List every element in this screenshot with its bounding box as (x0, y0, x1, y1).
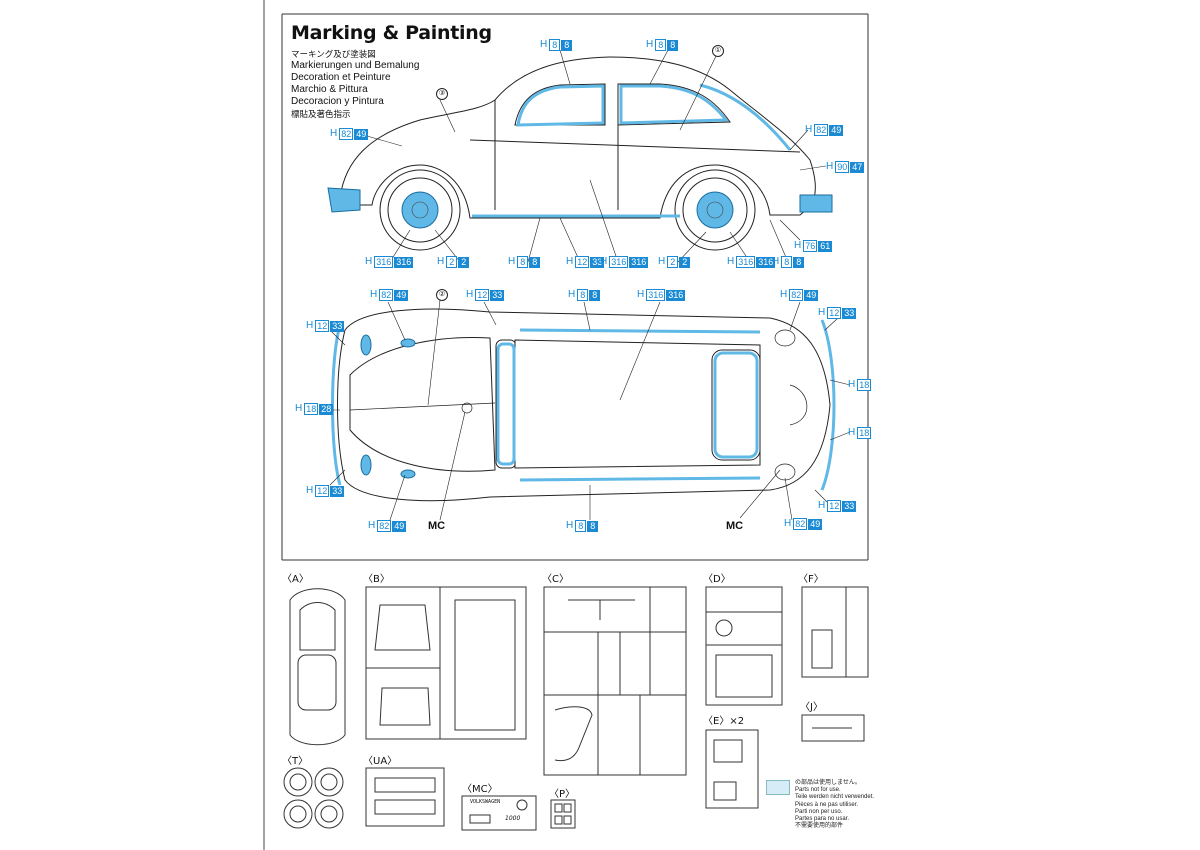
ref-number-1: ① (712, 45, 724, 57)
part-label-ua: 〈UA〉 (363, 756, 398, 767)
part-label-e: 〈E〉×2 (703, 716, 745, 727)
part-label-c: 〈C〉 (542, 574, 569, 585)
title-spanish: Decoracion y Pintura (291, 96, 384, 107)
title-japanese: マーキング及び塗装図 (291, 49, 376, 59)
part-label-b: 〈B〉 (363, 574, 390, 585)
legend-line-en: Parts not for use. (795, 787, 841, 794)
title-german: Markierungen und Bemalung (291, 60, 420, 71)
legend-line-es: Partes para no usar. (795, 816, 850, 823)
page-title: Marking & Painting (291, 22, 492, 44)
title-block: Marking & Painting マーキング及び塗装図 Markierung… (291, 22, 492, 120)
part-label-p: 〈P〉 (549, 789, 576, 800)
legend-line-de: Teile werden nicht verwendet. (795, 794, 875, 801)
legend-line-cn: 不需要使用的部件 (795, 823, 844, 830)
legend-line-jp: の部品は使用しません。 (795, 780, 861, 786)
legend-line-fr: Pièces à ne pas utiliser. (795, 801, 859, 808)
mc-label-front: MC (428, 520, 446, 532)
ref-number-3: ③ (436, 88, 448, 100)
part-label-a: 〈A〉 (282, 574, 309, 585)
legend-line-it: Parti non per uso. (795, 808, 843, 815)
title-italian: Marchio & Pittura (291, 84, 368, 95)
ref-number-2: ② (436, 289, 448, 301)
part-label-f: 〈F〉 (798, 574, 824, 585)
title-french: Decoration et Peinture (291, 72, 391, 83)
title-chinese: 標貼及著色指示 (291, 109, 351, 119)
part-label-j: 〈J〉 (800, 702, 823, 713)
part-label-d: 〈D〉 (703, 574, 731, 585)
unused-parts-swatch (766, 780, 790, 795)
decal-brand-text: VOLKSWAGEN (470, 799, 501, 805)
part-label-t: 〈T〉 (282, 756, 309, 767)
unused-parts-legend: の部品は使用しません。 Parts not for use. Teile wer… (795, 780, 875, 830)
decal-model-text: 1000 (505, 815, 521, 822)
mc-label-rear: MC (726, 520, 744, 532)
part-label-mc: 〈MC〉 (462, 784, 498, 795)
